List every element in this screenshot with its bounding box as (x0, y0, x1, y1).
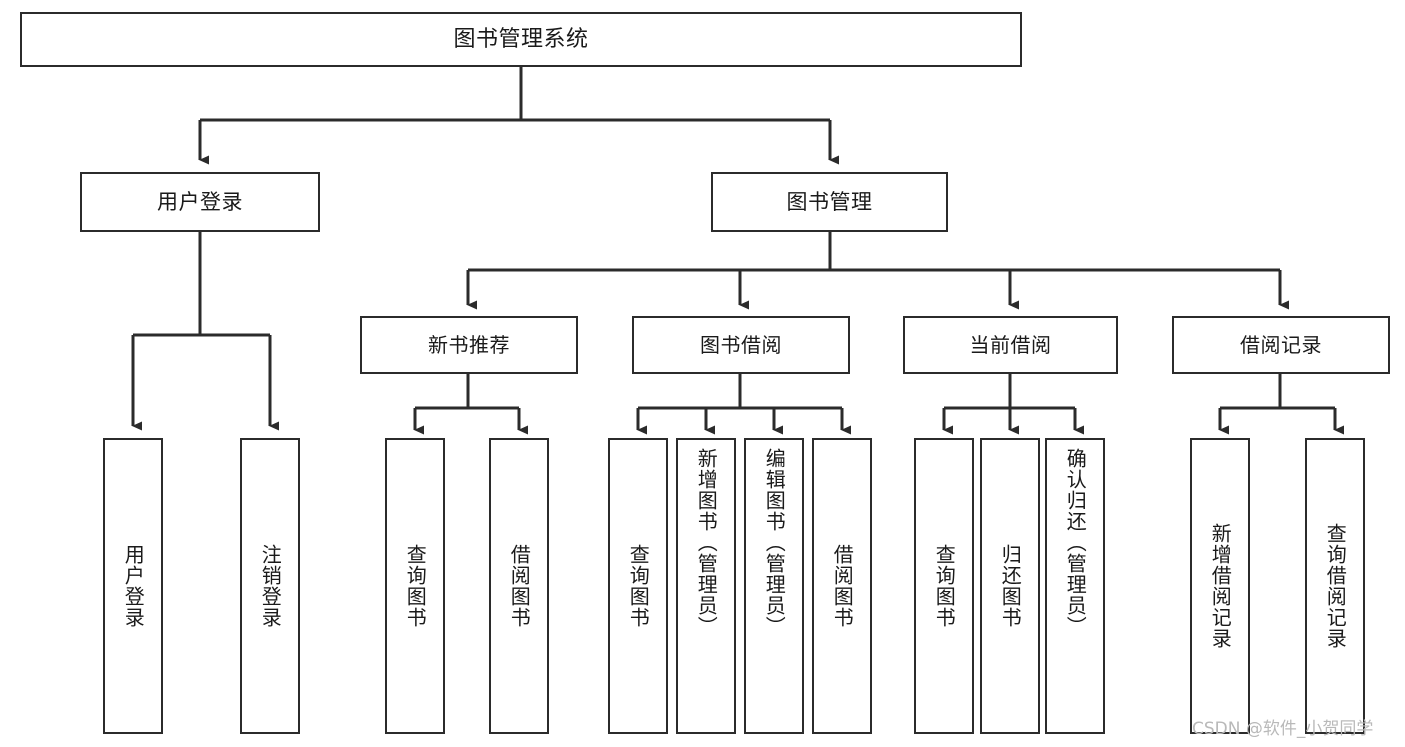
leaf-edit-book-admin[interactable]: 编辑图书（管理员） (744, 438, 804, 734)
node-label: 查询图书 (626, 544, 651, 628)
node-label: 图书借阅 (700, 332, 782, 357)
leaf-confirm-return-admin[interactable]: 确认归还（管理员） (1045, 438, 1105, 734)
node-label: 用户登录 (121, 544, 146, 628)
node-book-borrow[interactable]: 图书借阅 (632, 316, 850, 374)
node-label: 归还图书 (998, 544, 1023, 628)
node-label: 注销登录 (258, 544, 283, 628)
node-label: 查询图书 (403, 544, 428, 628)
node-user-login[interactable]: 用户登录 (80, 172, 320, 232)
node-label: 借阅图书 (507, 544, 532, 628)
node-root-system[interactable]: 图书管理系统 (20, 12, 1022, 67)
leaf-query-book-borrow[interactable]: 查询图书 (608, 438, 668, 734)
node-label: 图书管理 (786, 189, 873, 214)
node-new-book-recommend[interactable]: 新书推荐 (360, 316, 578, 374)
node-label: 借阅图书 (830, 544, 855, 628)
leaf-user-login[interactable]: 用户登录 (103, 438, 163, 734)
node-label: 借阅记录 (1240, 332, 1322, 357)
node-label: 编辑图书（管理员） (762, 448, 787, 637)
leaf-logout[interactable]: 注销登录 (240, 438, 300, 734)
leaf-query-borrow-record[interactable]: 查询借阅记录 (1305, 438, 1365, 734)
csdn-watermark: CSDN @软件_小贺同学 (1192, 719, 1374, 739)
leaf-query-book-current[interactable]: 查询图书 (914, 438, 974, 734)
node-label: 新增图书（管理员） (694, 448, 719, 637)
leaf-query-book-recommend[interactable]: 查询图书 (385, 438, 445, 734)
node-label: 用户登录 (157, 189, 243, 214)
leaf-borrow-book-recommend[interactable]: 借阅图书 (489, 438, 549, 734)
node-book-manage[interactable]: 图书管理 (711, 172, 948, 232)
leaf-add-book-admin[interactable]: 新增图书（管理员） (676, 438, 736, 734)
node-label: 确认归还（管理员） (1063, 448, 1088, 637)
node-current-borrow[interactable]: 当前借阅 (903, 316, 1118, 374)
leaf-borrow-book[interactable]: 借阅图书 (812, 438, 872, 734)
node-label: 查询图书 (932, 544, 957, 628)
node-label: 新增借阅记录 (1208, 523, 1233, 649)
node-borrow-records[interactable]: 借阅记录 (1172, 316, 1390, 374)
node-label: 当前借阅 (969, 332, 1052, 357)
leaf-return-book[interactable]: 归还图书 (980, 438, 1040, 734)
node-label: 查询借阅记录 (1323, 523, 1348, 649)
node-label: 图书管理系统 (453, 26, 589, 52)
node-label: 新书推荐 (428, 332, 510, 357)
leaf-add-borrow-record[interactable]: 新增借阅记录 (1190, 438, 1250, 734)
